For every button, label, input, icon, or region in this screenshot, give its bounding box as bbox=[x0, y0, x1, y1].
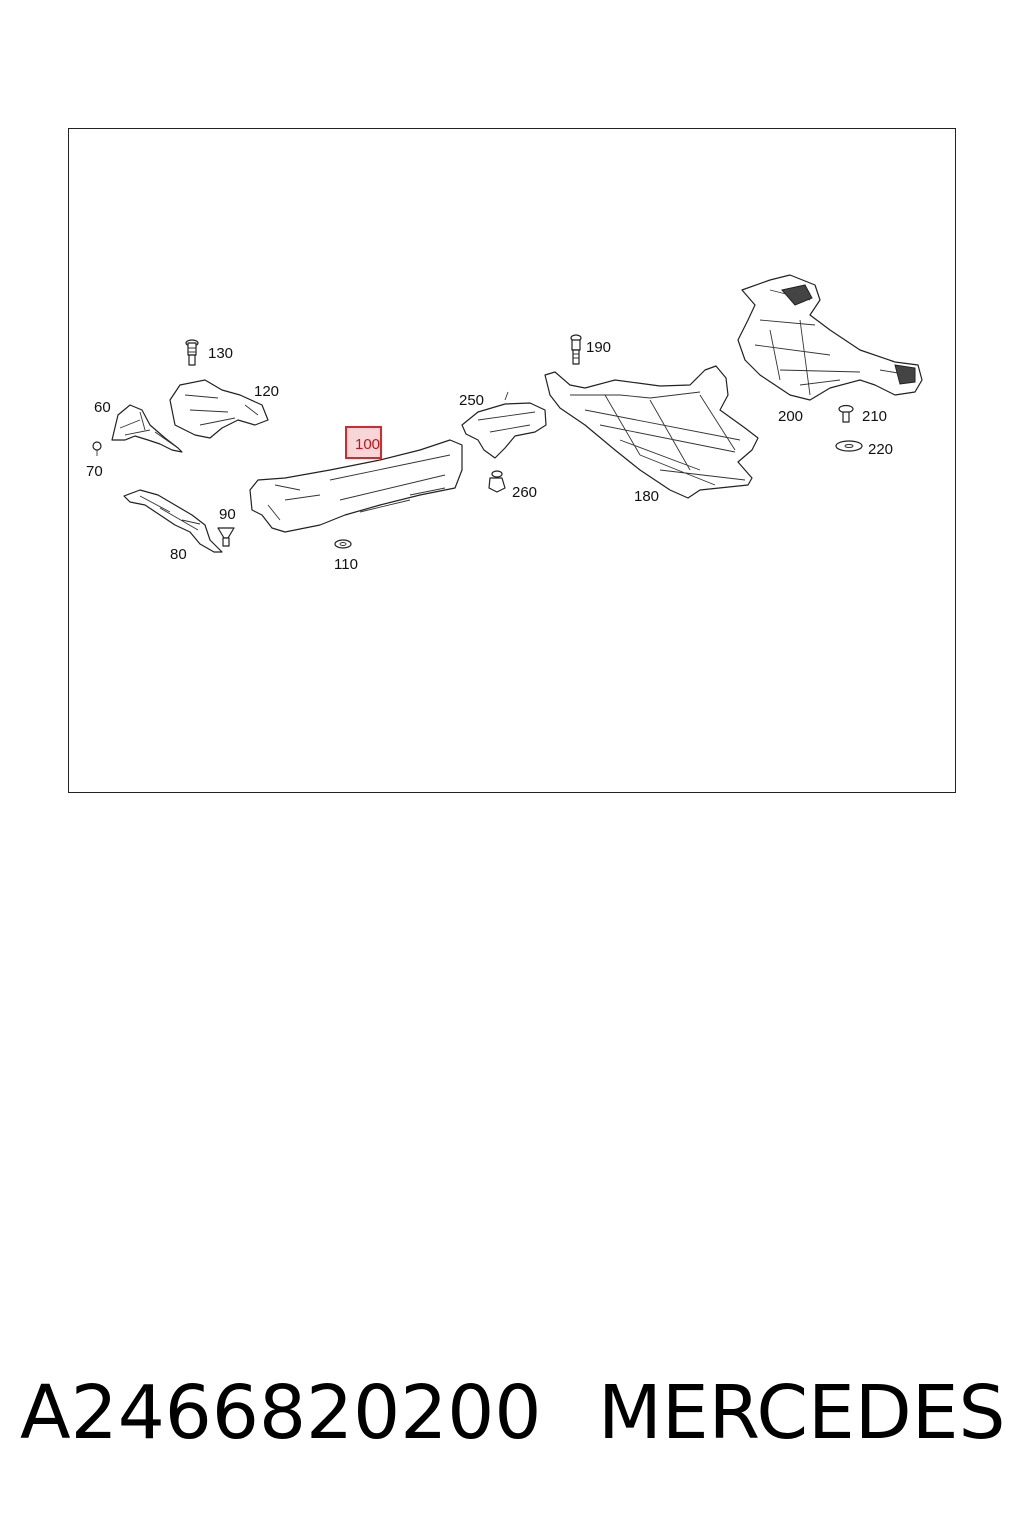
callout-90: 90 bbox=[219, 506, 236, 523]
diagram-frame bbox=[68, 128, 956, 793]
part-220-washer[interactable] bbox=[835, 440, 863, 452]
part-250-heat-shield[interactable] bbox=[461, 391, 547, 459]
part-130-bolt[interactable] bbox=[185, 339, 199, 366]
part-90-clip[interactable] bbox=[217, 527, 235, 547]
callout-220: 220 bbox=[868, 441, 893, 458]
callout-100-highlight-box bbox=[345, 426, 382, 459]
part-70-clip[interactable] bbox=[92, 441, 102, 456]
callout-200: 200 bbox=[778, 408, 803, 425]
callout-260: 260 bbox=[512, 484, 537, 501]
callout-130: 130 bbox=[208, 345, 233, 362]
part-180-heat-shield[interactable] bbox=[544, 365, 759, 499]
part-110-washer[interactable] bbox=[334, 539, 352, 549]
callout-110: 110 bbox=[334, 556, 358, 573]
callout-60: 60 bbox=[94, 399, 111, 416]
callout-180: 180 bbox=[634, 488, 659, 505]
parts-diagram: 60 70 80 90 100 110 120 130 180 190 200 … bbox=[86, 274, 923, 573]
part-200-heat-shield[interactable] bbox=[737, 274, 923, 401]
part-100-heat-shield[interactable] bbox=[249, 439, 463, 533]
callout-120: 120 bbox=[254, 383, 279, 400]
part-60-bracket[interactable] bbox=[111, 404, 183, 453]
brand-name: MERCEDES bbox=[598, 1370, 1006, 1456]
callout-80: 80 bbox=[170, 546, 187, 563]
part-number: A2466820200 bbox=[20, 1370, 542, 1456]
callout-70: 70 bbox=[86, 463, 103, 480]
part-210-clip[interactable] bbox=[838, 404, 854, 423]
part-80-bracket[interactable] bbox=[123, 489, 223, 553]
part-190-bolt[interactable] bbox=[570, 334, 582, 365]
part-260-nut[interactable] bbox=[488, 470, 506, 493]
callout-100[interactable]: 100 bbox=[355, 436, 380, 453]
part-120-heat-shield[interactable] bbox=[169, 379, 269, 439]
callout-210: 210 bbox=[862, 408, 887, 425]
callout-190: 190 bbox=[586, 339, 611, 356]
callout-250: 250 bbox=[459, 392, 484, 409]
